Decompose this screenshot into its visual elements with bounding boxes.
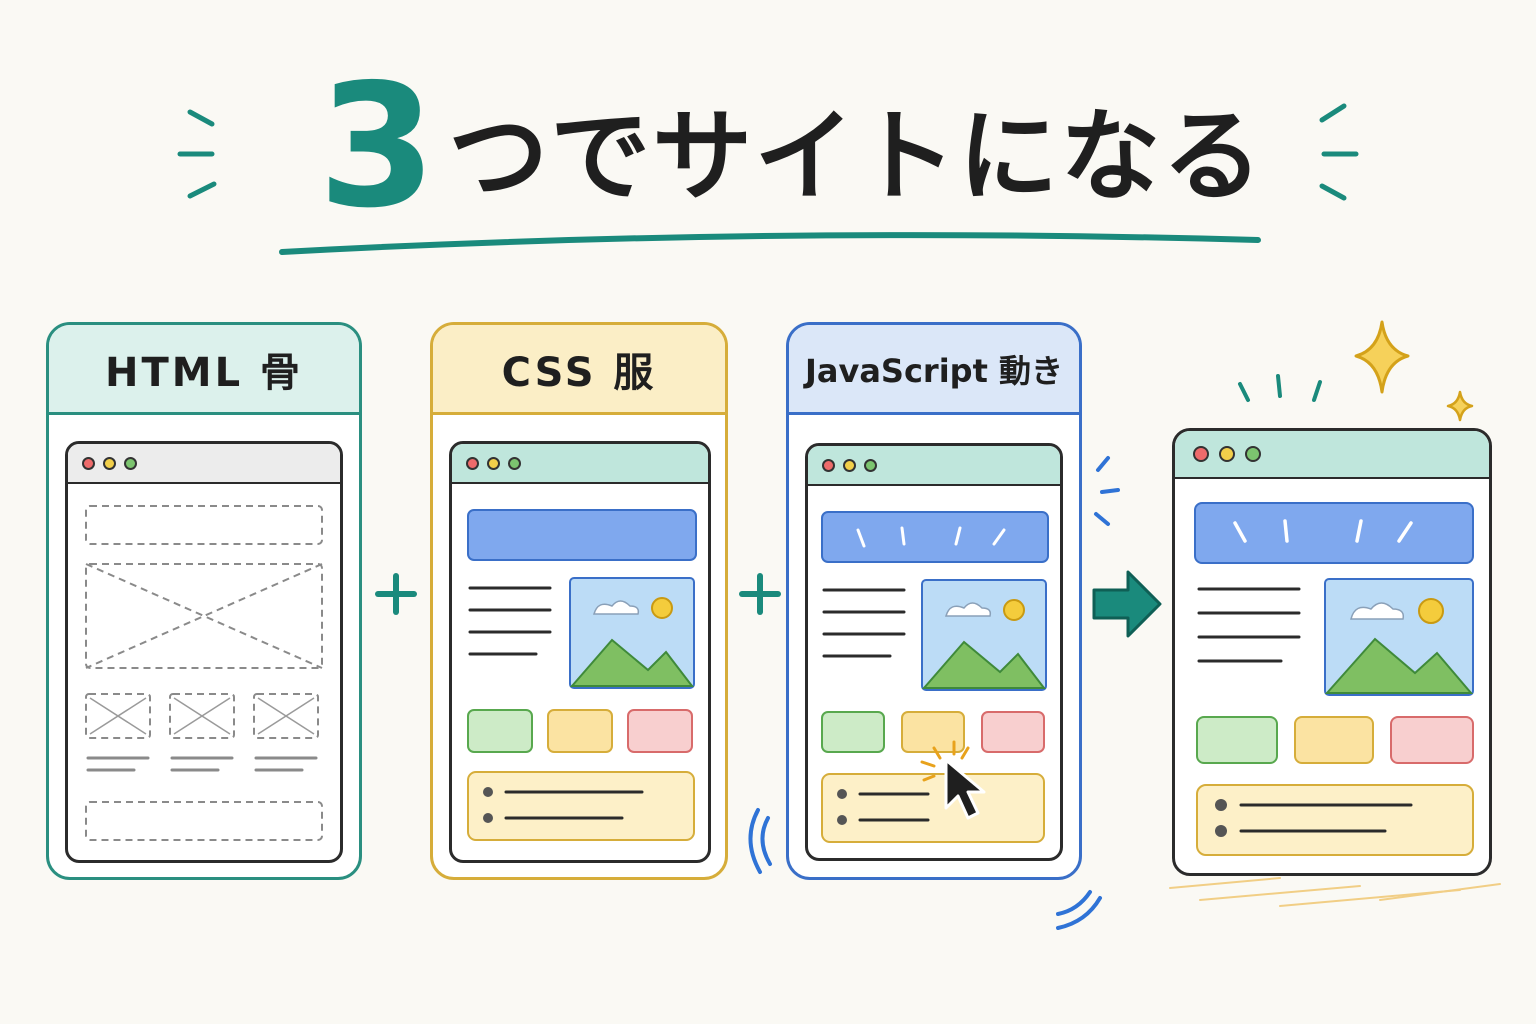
step-panel-html: HTML 骨 bbox=[46, 322, 362, 880]
step-panel-css: CSS 服 bbox=[430, 322, 728, 880]
title-burst-left-icon bbox=[177, 109, 217, 199]
plus-icon bbox=[375, 573, 417, 615]
step-panel-js: JavaScript 動き bbox=[786, 322, 1082, 880]
result-browser bbox=[1172, 428, 1492, 876]
page-title: 3 つでサイトになる bbox=[318, 48, 1265, 246]
title-text: つでサイトになる bbox=[448, 98, 1265, 215]
image-placeholder-icon bbox=[569, 577, 695, 689]
cloud-icon bbox=[1350, 602, 1405, 620]
sparkle-icon bbox=[1354, 320, 1410, 394]
wireframe-hero-block bbox=[85, 563, 323, 669]
browser-dots-icon bbox=[68, 444, 340, 484]
styled-browser bbox=[449, 441, 711, 863]
title-burst-right-icon bbox=[1319, 103, 1359, 201]
hero-banner bbox=[1194, 502, 1474, 564]
title-number: 3 bbox=[318, 48, 436, 246]
cloud-icon bbox=[945, 602, 992, 617]
title-underline bbox=[279, 232, 1261, 255]
step-label-js: JavaScript 動き bbox=[789, 325, 1079, 415]
cursor-icon bbox=[944, 758, 986, 820]
title-decorations bbox=[177, 103, 1359, 255]
step-label-html: HTML 骨 bbox=[49, 325, 359, 415]
image-placeholder-icon bbox=[1324, 578, 1474, 696]
hero-banner bbox=[821, 511, 1049, 563]
image-placeholder-icon bbox=[921, 579, 1047, 691]
wireframe-header-block bbox=[85, 505, 323, 545]
plus-icon bbox=[739, 573, 781, 615]
browser-dots-icon bbox=[452, 444, 708, 484]
sun-icon bbox=[651, 597, 673, 619]
step-label-css: CSS 服 bbox=[433, 325, 725, 415]
result-sparkles bbox=[1169, 320, 1501, 907]
wireframe-footer-block bbox=[85, 801, 323, 841]
sparkle-icon bbox=[1446, 390, 1474, 422]
mountain-icon bbox=[1324, 637, 1474, 694]
interactive-browser bbox=[805, 443, 1063, 861]
mountain-icon bbox=[921, 640, 1047, 689]
mountain-icon bbox=[569, 638, 695, 687]
motion-marks bbox=[748, 456, 1120, 930]
wireframe-layout bbox=[85, 505, 323, 841]
browser-dots-icon bbox=[808, 446, 1060, 486]
sun-icon bbox=[1003, 599, 1025, 621]
arrow-right-icon bbox=[1092, 570, 1162, 638]
browser-dots-icon bbox=[1175, 431, 1489, 479]
wireframe-browser bbox=[65, 441, 343, 863]
sun-icon bbox=[1418, 598, 1444, 624]
hero-banner bbox=[467, 509, 697, 561]
styled-layout bbox=[467, 509, 697, 841]
interactive-layout bbox=[821, 511, 1049, 843]
result-layout bbox=[1194, 502, 1474, 856]
cloud-icon bbox=[593, 600, 640, 615]
